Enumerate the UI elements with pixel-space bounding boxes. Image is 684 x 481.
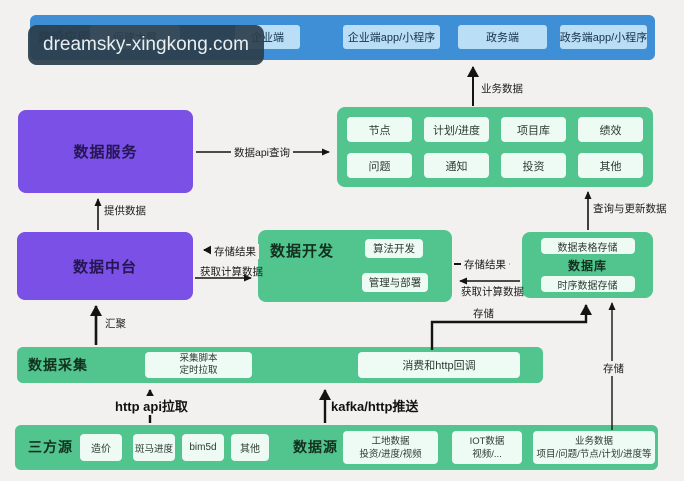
dev-item-manage-deploy: 管理与部署 (362, 273, 428, 292)
node-data-middle-title: 数据中台 (72, 258, 137, 276)
collect-item-http-callback: 消费和http回调 (358, 352, 520, 378)
label-store-result-left: 存储结果 (211, 244, 259, 259)
label-http-pull: http api拉取 (112, 396, 191, 415)
node-data-middle-platform: 数据中台 (17, 232, 193, 300)
business-data-grid: 节点 计划/进度 项目库 绩效 问题 通知 投资 其他 (347, 117, 643, 178)
label-store-callback: 存储 (473, 308, 494, 320)
biz-item-project-library: 项目库 (501, 117, 566, 142)
panel-data-collection: 数据采集 采集脚本 定时拉取 消费和http回调 (17, 347, 543, 383)
biz-item-issue: 问题 (347, 153, 412, 178)
datasource-site-title: 工地数据 (371, 435, 410, 447)
panel-data-development: 数据开发 算法开发 管理与部署 (258, 230, 452, 302)
third-party-source-label: 三方源 (28, 439, 73, 455)
label-business-data: 业务数据 (481, 83, 523, 95)
label-store-right: 存储 (600, 361, 627, 376)
datasource-business-title: 业务数据 (574, 435, 613, 447)
biz-item-node: 节点 (347, 117, 412, 142)
datasource-business-data: 业务数据 项目/问题/节点/计划/进度等 (533, 431, 655, 464)
label-query-update: 查询与更新数据 (593, 203, 667, 215)
db-item-table-storage: 数据表格存储 (540, 238, 635, 254)
label-data-api-query: 数据api查询 (231, 145, 294, 160)
arrow-store-callback (430, 304, 592, 350)
label-get-compute-right: 获取计算数据 (461, 286, 524, 298)
dev-item-algorithm: 算法开发 (365, 239, 423, 258)
datasource-site-data: 工地数据 投资/进度/视频 (343, 431, 438, 464)
label-aggregate: 汇聚 (105, 318, 126, 330)
label-kafka-push: kafka/http推送 (331, 399, 419, 414)
source-item-bim5d: bim5d (182, 434, 224, 461)
biz-item-investment: 投资 (501, 153, 566, 178)
app-item-government: 政务端 (458, 25, 547, 49)
biz-item-plan-progress: 计划/进度 (424, 117, 489, 142)
panel-data-collection-title: 数据采集 (28, 357, 88, 373)
panel-database: 数据表格存储 数据库 时序数据存储 (522, 232, 653, 298)
panel-sources: 三方源 造价 斑马进度 bim5d 其他 数据源 工地数据 投资/进度/视频 I… (15, 425, 658, 470)
node-data-service: 数据服务 (18, 110, 193, 193)
datasource-iot-data: IOT数据 视频/... (452, 431, 522, 464)
collect-item-script: 采集脚本 定时拉取 (145, 352, 252, 378)
label-store-result-right: 存储结果 (461, 257, 509, 272)
biz-item-other: 其他 (578, 153, 643, 178)
app-item-government-app: 政务端app/小程序 (560, 25, 647, 49)
data-source-label: 数据源 (293, 439, 338, 455)
datasource-site-sub: 投资/进度/视频 (359, 448, 422, 460)
node-data-service-title: 数据服务 (73, 144, 138, 161)
app-item-enterprise-app: 企业端app/小程序 (343, 25, 440, 49)
panel-database-title: 数据库 (567, 259, 607, 273)
label-get-compute-left: 获取计算数据 (200, 266, 263, 278)
panel-business-data: 节点 计划/进度 项目库 绩效 问题 通知 投资 其他 (337, 107, 653, 187)
watermark-overlay: dreamsky-xingkong.com (28, 25, 264, 65)
watermark-text: dreamsky-xingkong.com (43, 34, 249, 55)
biz-item-performance: 绩效 (578, 117, 643, 142)
biz-item-notice: 通知 (424, 153, 489, 178)
panel-data-development-title: 数据开发 (270, 243, 335, 260)
source-item-cost: 造价 (80, 434, 122, 461)
collect-script-line1: 采集脚本 (179, 353, 218, 364)
source-item-zebra-progress: 斑马进度 (133, 434, 175, 461)
source-item-other: 其他 (231, 434, 269, 461)
datasource-business-sub: 项目/问题/节点/计划/进度等 (536, 448, 652, 460)
datasource-iot-sub: 视频/... (472, 448, 502, 460)
db-item-timeseries-storage: 时序数据存储 (540, 276, 635, 292)
datasource-iot-title: IOT数据 (469, 435, 505, 447)
label-provide-data: 提供数据 (104, 205, 146, 217)
collect-script-line2: 定时拉取 (179, 365, 218, 376)
